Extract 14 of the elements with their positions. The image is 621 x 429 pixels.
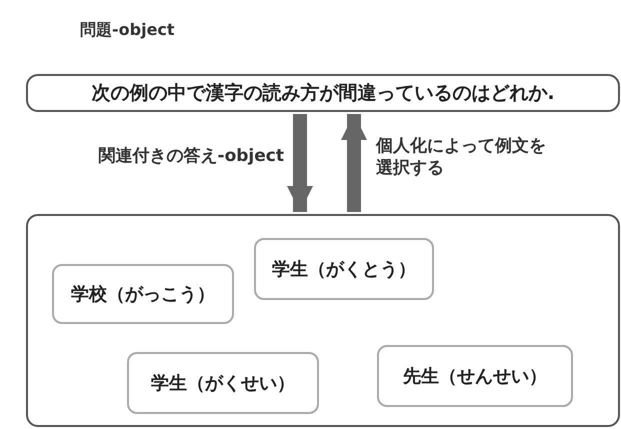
block-arrow: [287, 114, 313, 212]
option-box: [254, 238, 434, 300]
option-text: 学生（がくとう）: [272, 258, 416, 281]
box-heading: 問題-object: [80, 20, 175, 41]
question-text: 次の例の中で漢字の読み方が間違っているのはどれか.: [91, 81, 555, 106]
option-box: [377, 345, 573, 407]
edge-label: 個人化によって例文を選択する: [376, 135, 548, 180]
option-box: [127, 352, 319, 414]
option-text: 学生（がくせい）: [151, 372, 295, 395]
option-box: [52, 264, 234, 324]
block-arrow: [341, 114, 367, 212]
option-text: 学校（がっこう）: [71, 283, 215, 306]
group-box: [26, 214, 620, 427]
option-text: 先生（せんせい）: [403, 365, 547, 388]
